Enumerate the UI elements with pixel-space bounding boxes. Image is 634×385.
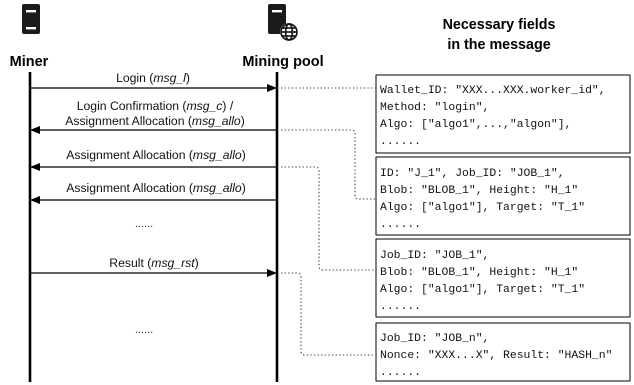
- field-box-3-line-4: ......: [380, 301, 421, 313]
- field-box-2: ID: "J_1", Job_ID: "JOB_1", Blob: "BLOB_…: [375, 156, 631, 236]
- field-box-3-line-3: Algo: ["algo1"], Target: "T_1": [380, 284, 585, 296]
- field-box-3: Job_ID: "JOB_1", Blob: "BLOB_1", Height:…: [375, 238, 631, 318]
- field-box-3-line-2: Blob: "BLOB_1", Height: "H_1": [380, 267, 578, 279]
- server-icon: [22, 4, 40, 34]
- miner-label: Miner: [10, 54, 49, 70]
- field-box-1-line-3: Algo: ["algo1",...,"algon"],: [380, 119, 571, 131]
- alloc-a-label: Assignment Allocation (msg_allo): [66, 148, 246, 162]
- message-allocation-a: Assignment Allocation (msg_allo): [30, 148, 276, 171]
- field-box-1-line-1: Wallet_ID: "XXX...XXX.worker_id",: [380, 85, 606, 97]
- field-box-4-line-2: Nonce: "XXX...X", Result: "HASH_n": [380, 350, 612, 362]
- login-label: Login (msg_l): [116, 71, 190, 85]
- message-allocation-b: Assignment Allocation (msg_allo): [30, 181, 276, 204]
- connector-result: [281, 272, 375, 356]
- connector-alloc: [281, 166, 375, 271]
- field-box-1-line-4: ......: [380, 136, 421, 148]
- field-box-1-line-2: Method: "login",: [380, 102, 489, 114]
- heading-line-1: Necessary fields: [443, 17, 556, 33]
- connectors: [281, 87, 375, 356]
- ellipsis-middle: ......: [135, 218, 153, 230]
- message-result: Result (msg_rst): [31, 256, 277, 277]
- field-box-1: Wallet_ID: "XXX...XXX.worker_id", Method…: [375, 74, 631, 154]
- result-label: Result (msg_rst): [109, 256, 198, 270]
- mining-pool-label: Mining pool: [242, 54, 323, 70]
- confirm-label-line-2: Assignment Allocation (msg_allo): [65, 114, 245, 128]
- connector-confirm: [281, 129, 375, 200]
- ellipsis-bottom: ......: [135, 324, 153, 336]
- field-box-4: Job_ID: "JOB_n", Nonce: "XXX...X", Resul…: [375, 322, 631, 382]
- field-box-2-line-3: Algo: ["algo1"], Target: "T_1": [380, 202, 585, 214]
- field-box-4-line-3: ......: [380, 367, 421, 379]
- message-login: Login (msg_l): [31, 71, 277, 92]
- field-box-4-line-1: Job_ID: "JOB_n",: [380, 333, 489, 345]
- field-box-2-line-1: ID: "J_1", Job_ID: "JOB_1",: [380, 168, 565, 180]
- field-box-2-line-4: ......: [380, 219, 421, 231]
- server-globe-icon: [268, 4, 298, 41]
- field-box-3-line-1: Job_ID: "JOB_1",: [380, 250, 489, 262]
- confirm-label-line-1: Login Confirmation (msg_c) /: [77, 99, 234, 113]
- field-box-2-line-2: Blob: "BLOB_1", Height: "H_1": [380, 185, 578, 197]
- heading-line-2: in the message: [447, 37, 550, 53]
- alloc-b-label: Assignment Allocation (msg_allo): [66, 181, 246, 195]
- message-login-confirmation: Login Confirmation (msg_c) / Assignment …: [30, 99, 276, 134]
